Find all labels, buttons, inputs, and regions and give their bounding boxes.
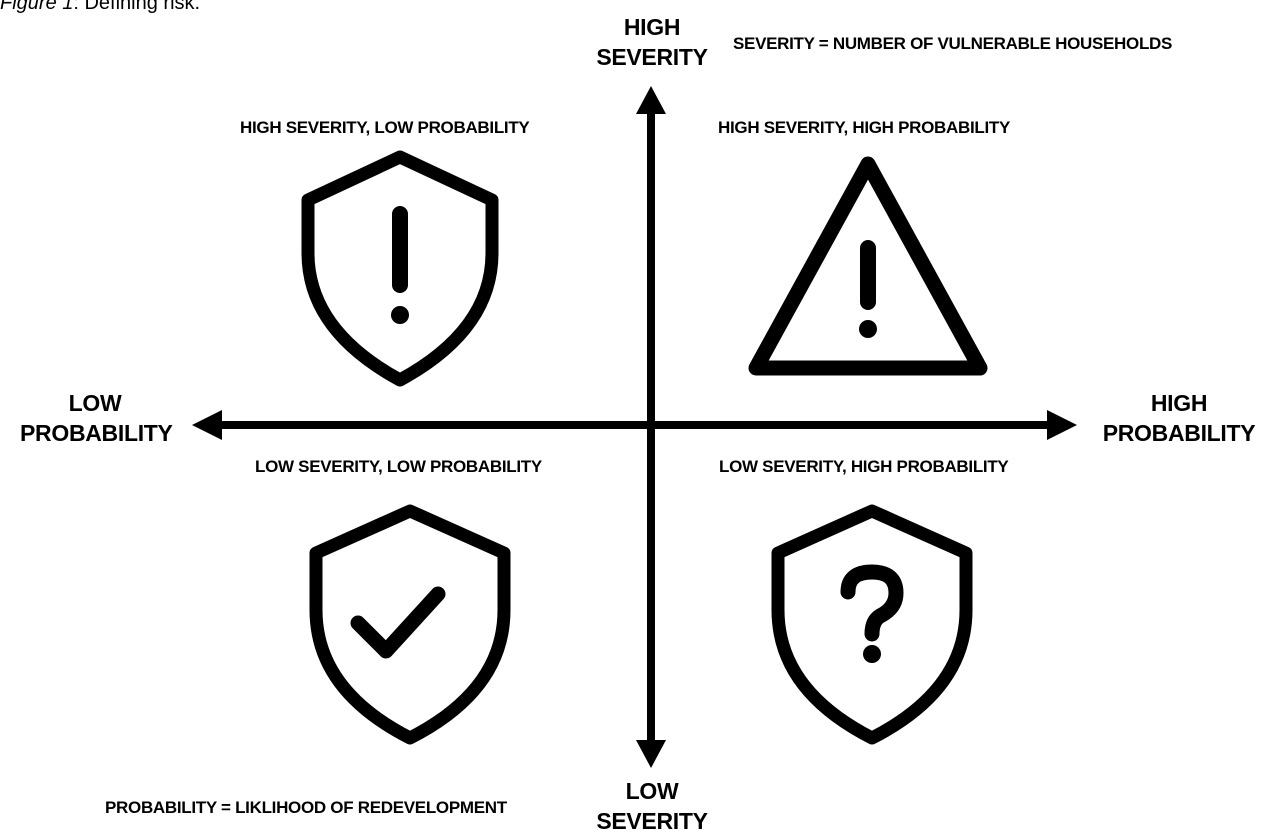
- axis-arrow-up: [636, 86, 666, 114]
- axis-label-right: HIGH PROBABILITY: [1099, 388, 1259, 448]
- axis-label-left-line1: LOW: [68, 390, 122, 416]
- axis-arrow-down: [636, 740, 666, 768]
- axis-label-bottom: LOW SEVERITY: [593, 776, 711, 836]
- quadrant-label-bottom-left: LOW SEVERITY, LOW PROBABILITY: [255, 457, 542, 476]
- warning-triangle-icon: [748, 156, 988, 376]
- axis-arrow-right: [1047, 410, 1077, 440]
- quadrant-label-top-left: HIGH SEVERITY, LOW PROBABILITY: [240, 118, 530, 137]
- quadrant-label-bottom-right: LOW SEVERITY, HIGH PROBABILITY: [719, 457, 1009, 476]
- caption-text: : Defining risk.: [73, 0, 201, 14]
- quadrant-label-top-right: HIGH SEVERITY, HIGH PROBABILITY: [718, 118, 1011, 137]
- axis-label-left: LOW PROBABILITY: [20, 388, 173, 448]
- axis-label-top: HIGH SEVERITY: [593, 12, 711, 72]
- axis-label-bottom-line1: LOW: [625, 778, 679, 804]
- axis-label-right-line1: HIGH: [1150, 390, 1208, 416]
- severity-definition: SEVERITY = NUMBER OF VULNERABLE HOUSEHOL…: [733, 34, 1173, 53]
- axis-label-top-line1: HIGH: [623, 14, 681, 40]
- axis-label-right-line2: PROBABILITY: [1102, 420, 1256, 446]
- axis-label-bottom-line2: SEVERITY: [596, 808, 708, 834]
- shield-exclamation-icon: [301, 150, 499, 387]
- axis-label-top-line2: SEVERITY: [596, 44, 708, 70]
- shield-question-icon: [771, 504, 973, 745]
- caption-prefix: Figure 1: [0, 0, 74, 14]
- axis-arrow-left: [192, 410, 222, 440]
- shield-check-icon: [309, 504, 511, 745]
- figure-caption: Figure 1: Defining risk.: [0, 0, 200, 15]
- probability-definition: PROBABILITY = LIKLIHOOD OF REDEVELOPMENT: [105, 798, 507, 817]
- axis-label-left-line2: PROBABILITY: [20, 420, 173, 446]
